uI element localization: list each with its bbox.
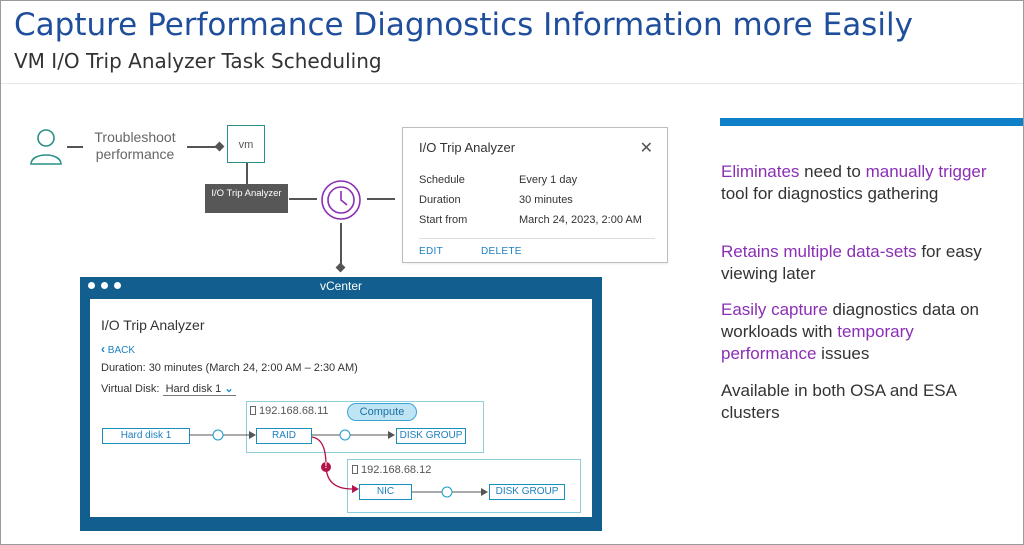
duration-label: Duration (419, 194, 461, 206)
connector-clock-vcenter (340, 223, 342, 269)
window-dot (101, 282, 108, 289)
start-from-value: March 24, 2023, 2:00 AM (519, 214, 642, 226)
alert-glyph: ! (324, 461, 328, 470)
bullet-2: Retains multiple data-sets for easy view… (721, 241, 1011, 285)
dialog-divider (419, 238, 655, 239)
schedule-dialog: I/O Trip Analyzer ✕ Schedule Every 1 day… (402, 127, 668, 263)
start-from-label: Start from (419, 214, 468, 226)
window-dot (88, 282, 95, 289)
troubleshoot-label: Troubleshoot performance (94, 129, 176, 162)
arrowhead (388, 431, 395, 439)
host-2-ip: 192.168.68.12 (361, 464, 432, 476)
connector-vm-badge (246, 163, 248, 184)
highlight-text: Retains multiple data-sets (721, 242, 917, 261)
connector-arrowhead (335, 262, 346, 273)
host-1-label: 192.168.68.11 (250, 405, 329, 417)
chevron-left-icon: ‹ (101, 342, 105, 356)
close-icon[interactable]: ✕ (639, 140, 653, 157)
bullet-3: Easily capture diagnostics data on workl… (721, 299, 1011, 365)
window-dot (114, 282, 121, 289)
disk-group-node-2[interactable]: DISK GROUP (489, 484, 565, 500)
vcenter-titlebar: vCenter (80, 277, 602, 295)
host-1-ip: 192.168.68.11 (259, 405, 329, 417)
chevron-down-icon: ⌄ (224, 383, 234, 395)
highlight-text: manually trigger (865, 162, 987, 181)
server-icon (250, 406, 256, 415)
nic-node[interactable]: NIC (359, 484, 412, 500)
server-icon (352, 465, 358, 474)
back-button[interactable]: ‹ BACK (101, 342, 135, 356)
path-node (441, 486, 453, 498)
bullet-text: need to (799, 162, 866, 181)
disk-group-node-1[interactable]: DISK GROUP (396, 428, 466, 444)
back-label: BACK (107, 345, 136, 356)
path-node (339, 429, 351, 441)
duration-value: 30 minutes (519, 194, 573, 206)
connector-user-label (67, 146, 83, 148)
vcenter-heading: I/O Trip Analyzer (101, 317, 205, 333)
raid-node[interactable]: RAID (256, 428, 312, 444)
vcenter-window: vCenter I/O Trip Analyzer ‹ BACK Duratio… (80, 277, 602, 531)
highlight-text: temporary performance (721, 322, 914, 363)
bullet-text: Available in both OSA and ESA clusters (721, 381, 957, 422)
alert-path (311, 436, 353, 490)
bullet-text: issues (816, 344, 870, 363)
connector-label-vm (187, 146, 221, 148)
virtual-disk-row: Virtual Disk: Hard disk 1 ⌄ (101, 382, 236, 396)
bullet-text: diagnostics data on workloads with (721, 300, 979, 341)
slide-subtitle: VM I/O Trip Analyzer Task Scheduling (14, 49, 382, 73)
compute-badge: Compute (347, 403, 417, 421)
vcenter-title: vCenter (319, 279, 363, 293)
connector-arrowhead (214, 141, 225, 152)
schedule-value: Every 1 day (519, 174, 578, 186)
slide-title: Capture Performance Diagnostics Informat… (14, 7, 913, 43)
arrowhead (481, 488, 488, 496)
bullet-1: Eliminates need to manually trigger tool… (721, 161, 1011, 205)
host-2-label: 192.168.68.12 (352, 464, 431, 476)
user-icon (30, 129, 62, 165)
alert-icon (321, 462, 331, 472)
delete-button[interactable]: DELETE (481, 246, 522, 257)
io-path-lines (190, 429, 488, 498)
highlight-text: Eliminates (721, 162, 800, 181)
title-divider (1, 83, 1023, 84)
path-node (212, 429, 224, 441)
arrowhead (352, 485, 359, 493)
vm-node: vm (227, 125, 265, 163)
bullet-text: tool for diagnostics gathering (721, 184, 939, 203)
bullet-text: for easy viewing later (721, 242, 982, 283)
highlight-text: Easily capture (721, 300, 828, 319)
schedule-label: Schedule (419, 174, 465, 186)
edit-button[interactable]: EDIT (419, 246, 443, 257)
connector-clock-dialog (367, 198, 395, 200)
virtual-disk-label: Virtual Disk: (101, 383, 160, 395)
virtual-disk-select[interactable]: Hard disk 1 ⌄ (162, 382, 236, 396)
bullet-4: Available in both OSA and ESA clusters (721, 380, 1011, 424)
virtual-disk-value: Hard disk 1 (165, 383, 222, 395)
accent-bar (720, 118, 1023, 126)
arrowhead (249, 431, 256, 439)
clock-icon (321, 180, 361, 220)
connector-badge-clock (289, 198, 317, 200)
io-trip-analyzer-badge: I/O Trip Analyzer (205, 184, 288, 213)
dialog-title: I/O Trip Analyzer (419, 140, 516, 155)
duration-text: Duration: 30 minutes (March 24, 2:00 AM … (101, 362, 358, 374)
vcenter-content: I/O Trip Analyzer ‹ BACK Duration: 30 mi… (90, 299, 592, 517)
hard-disk-node[interactable]: Hard disk 1 (102, 428, 190, 444)
